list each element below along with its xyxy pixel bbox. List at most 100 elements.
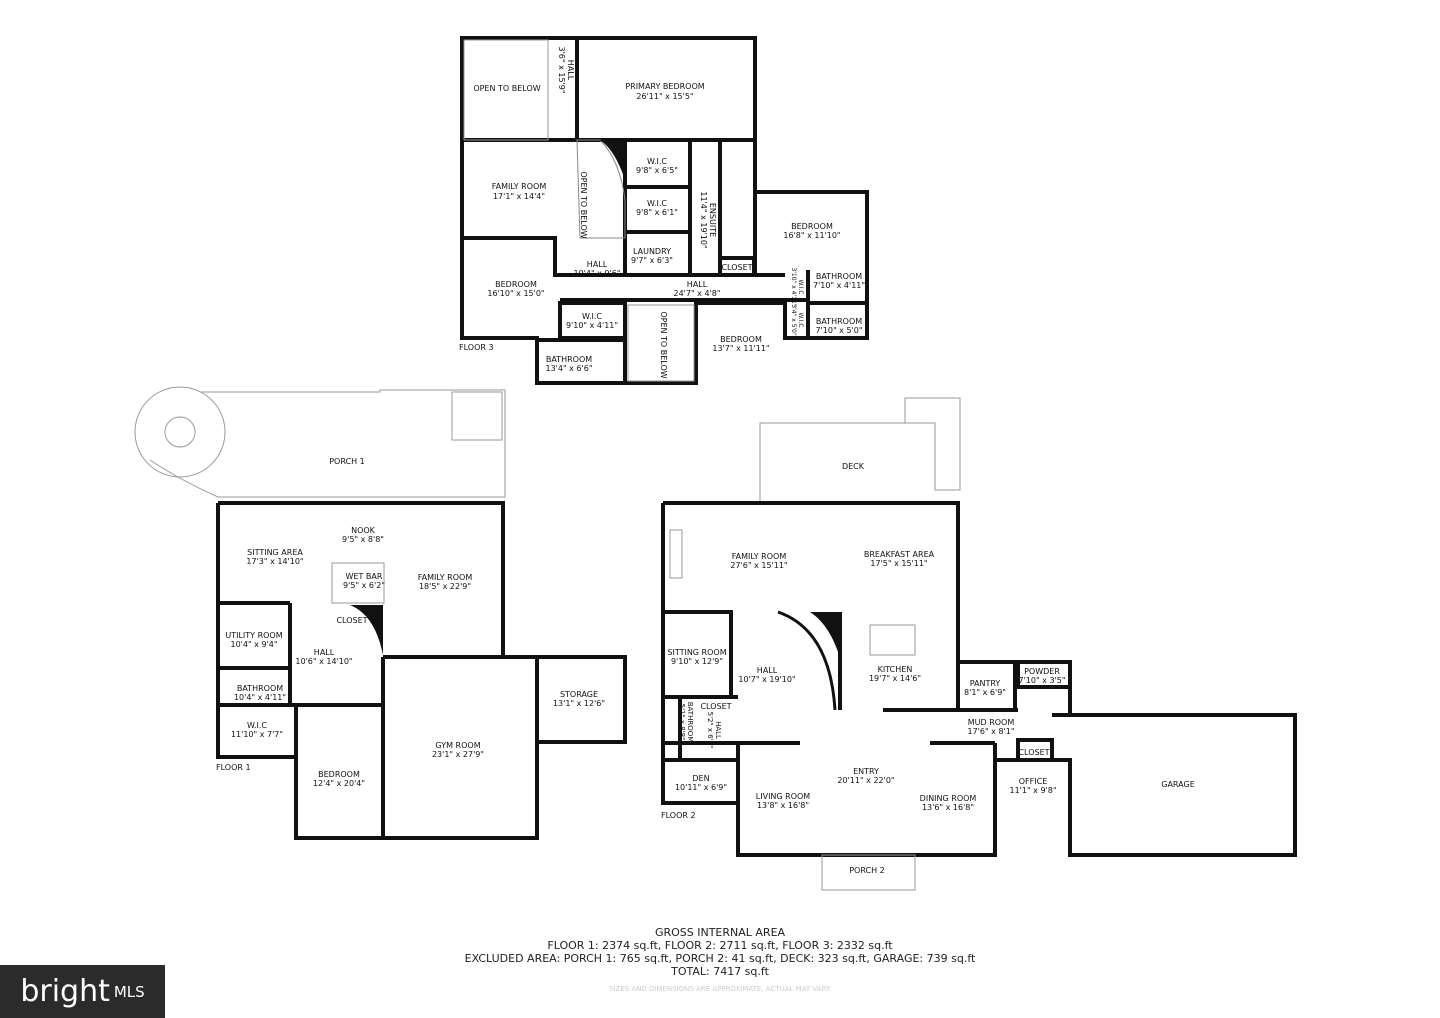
disclaimer: SIZES AND DIMENSIONS ARE APPROXIMATE, AC… — [608, 985, 832, 993]
room-dims: 12'4" x 20'4" — [313, 779, 365, 788]
room-name: HALL — [587, 260, 608, 269]
room-name: ENTRY — [853, 767, 879, 776]
room-name: DEN — [692, 774, 709, 783]
summary-floors: FLOOR 1: 2374 sq.ft, FLOOR 2: 2711 sq.ft… — [547, 939, 893, 952]
room-name: PANTRY — [970, 679, 1001, 688]
room-name: OPEN TO BELOW — [659, 311, 668, 378]
room-dims: 13'8" x 16'8" — [757, 801, 809, 810]
floor-2-labels: DECK FAMILY ROOM 27'6" x 15'11" BREAKFAS… — [661, 462, 1195, 875]
room-name: KITCHEN — [878, 665, 913, 674]
room-name: STORAGE — [560, 690, 598, 699]
room-name: BATHROOM — [686, 702, 694, 743]
room-name: GARAGE — [1161, 780, 1195, 789]
room-name: PRIMARY BEDROOM — [625, 82, 704, 91]
room-dims: 7'10" x 5'0" — [815, 326, 862, 335]
room-name: W.I.C — [582, 312, 602, 321]
room-dims: 11'4" x 19'10" — [699, 191, 708, 248]
room-dims: 9'7" x 6'3" — [631, 256, 673, 265]
room-name: OPEN TO BELOW — [473, 84, 540, 93]
room-name: HALL — [714, 721, 722, 739]
room-name: BATHROOM — [816, 272, 862, 281]
room-name: MUD ROOM — [968, 718, 1015, 727]
room-name: W.I.C — [647, 199, 667, 208]
room-name: POWDER — [1024, 667, 1060, 676]
floor-3-label: FLOOR 3 — [459, 343, 494, 352]
room-name: WET BAR — [346, 572, 383, 581]
room-name: OFFICE — [1019, 777, 1048, 786]
room-dims: 16'10" x 15'0" — [487, 289, 544, 298]
room-name: GYM ROOM — [435, 741, 480, 750]
bright-mls-logo: bright MLS — [0, 965, 165, 1018]
room-dims: 26'11" x 15'5" — [636, 92, 693, 101]
room-dims: 13'1" x 12'6" — [553, 699, 605, 708]
room-dims: 9'10" x 12'9" — [671, 657, 723, 666]
room-name: BATHROOM — [546, 355, 592, 364]
room-dims: 3'4" x 5'0" — [790, 304, 797, 336]
room-dims: 10'7" x 19'10" — [738, 675, 795, 684]
room-name: BEDROOM — [495, 280, 537, 289]
room-dims: 13'7" x 11'11" — [712, 344, 769, 353]
room-name: DECK — [842, 462, 865, 471]
room-dims: 7'10" x 4'11" — [813, 281, 865, 290]
room-dims: 23'1" x 27'9" — [432, 750, 484, 759]
room-name: HALL — [687, 280, 708, 289]
room-name: FAMILY ROOM — [732, 552, 787, 561]
room-name: W.I.C — [247, 721, 267, 730]
room-dims: 11'1" x 9'8" — [1009, 786, 1056, 795]
floor-3-walls — [460, 36, 869, 385]
room-name: BATHROOM — [237, 684, 283, 693]
room-name: HALL — [757, 666, 778, 675]
room-name: CLOSET — [700, 702, 731, 711]
room-name: W.I.C — [797, 279, 804, 294]
room-dims: 9'10" x 4'11" — [566, 321, 618, 330]
room-dims: 5'2" x 6'2" — [706, 712, 714, 749]
floor-1-labels: PORCH 1 SITTING AREA 17'3" x 14'10" NOOK… — [216, 457, 605, 788]
room-name: FAMILY ROOM — [418, 573, 473, 582]
room-name: UTILITY ROOM — [225, 631, 282, 640]
room-dims: 18'5" x 22'9" — [419, 582, 471, 591]
room-dims: 24'7" x 4'8" — [673, 289, 720, 298]
summary-title: GROSS INTERNAL AREA — [654, 926, 786, 939]
room-name: HALL — [566, 60, 575, 81]
room-dims: 20'11" x 22'0" — [837, 776, 894, 785]
room-dims: 5'1" x 8'8" — [678, 704, 686, 741]
logo-mls: MLS — [113, 982, 145, 1001]
floor-3-labels: OPEN TO BELOW HALL 3'6" x 15'9" PRIMARY … — [459, 46, 865, 378]
room-dims: 7'10" x 3'5" — [1018, 676, 1065, 685]
room-dims: 9'5" x 8'8" — [342, 535, 384, 544]
room-dims: 3'6" x 15'9" — [557, 46, 566, 93]
room-name: DINING ROOM — [920, 794, 977, 803]
room-dims: 10'11" x 6'9" — [675, 783, 727, 792]
floor-1-walls — [134, 386, 627, 840]
room-name: BEDROOM — [720, 335, 762, 344]
room-name: CLOSET — [336, 616, 367, 625]
room-dims: 10'4" x 4'11" — [234, 693, 286, 702]
room-dims: 13'4" x 6'6" — [545, 364, 592, 373]
room-name: BREAKFAST AREA — [864, 550, 935, 559]
room-dims: 27'6" x 15'11" — [730, 561, 787, 570]
room-name: PORCH 2 — [849, 866, 885, 875]
room-dims: 19'7" x 14'6" — [869, 674, 921, 683]
logo-bright: bright — [20, 974, 110, 1009]
room-dims: 9'8" x 6'1" — [636, 208, 678, 217]
area-summary: GROSS INTERNAL AREA FLOOR 1: 2374 sq.ft,… — [0, 926, 1440, 996]
room-name: ENSUITE — [708, 203, 717, 237]
room-name: SITTING AREA — [247, 548, 303, 557]
floor-1-label: FLOOR 1 — [216, 763, 251, 772]
summary-total: TOTAL: 7417 sq.ft — [671, 965, 769, 978]
room-dims: 13'6" x 16'8" — [922, 803, 974, 812]
room-name: W.I.C — [647, 157, 667, 166]
room-dims: 16'8" x 11'10" — [783, 231, 840, 240]
room-name: FAMILY ROOM — [492, 182, 547, 191]
room-name: LAUNDRY — [633, 247, 671, 256]
room-dims: 11'10" x 7'7" — [231, 730, 283, 739]
room-name: CLOSET — [721, 263, 752, 272]
room-name: BATHROOM — [816, 317, 862, 326]
room-dims: 10'4" x 9'4" — [230, 640, 277, 649]
room-name: HALL — [314, 648, 335, 657]
room-dims: 17'1" x 14'4" — [493, 192, 545, 201]
room-name: BEDROOM — [318, 770, 360, 779]
room-dims: 17'6" x 8'1" — [967, 727, 1014, 736]
room-name: SITTING ROOM — [667, 648, 726, 657]
